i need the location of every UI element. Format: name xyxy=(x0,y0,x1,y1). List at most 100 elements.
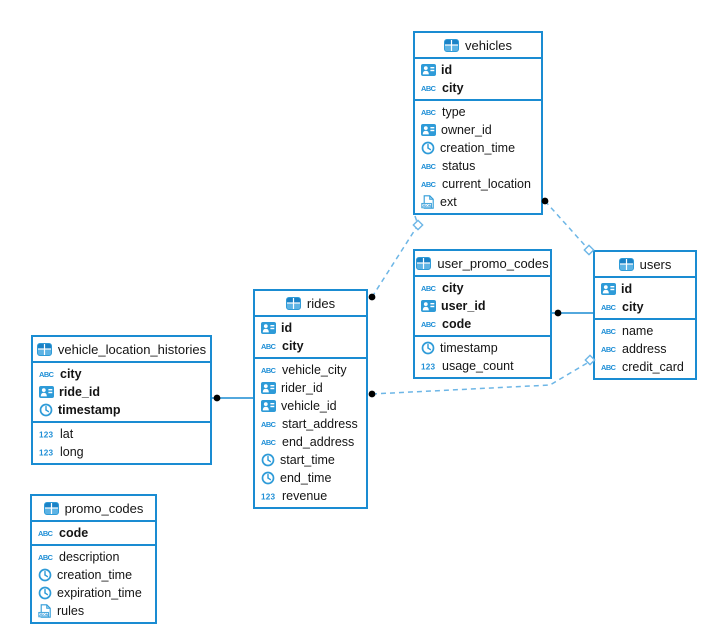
column-name: id xyxy=(441,63,453,77)
column-row-end_address[interactable]: ABC end_address xyxy=(255,433,366,451)
column-name: status xyxy=(442,159,476,173)
table-header-users[interactable]: users xyxy=(595,252,695,278)
column-name: code xyxy=(442,317,472,331)
relation-diamond-endpoint xyxy=(412,219,424,231)
id-reference-icon xyxy=(421,300,436,312)
column-row-owner_id[interactable]: owner_id xyxy=(415,121,541,139)
column-row-start_address[interactable]: ABC start_address xyxy=(255,415,366,433)
table-name: vehicles xyxy=(465,37,512,53)
column-row-ext[interactable]: JSON ext xyxy=(415,193,541,211)
svg-text:JSON: JSON xyxy=(422,204,432,208)
relation-vehicle_location_histories-rides xyxy=(212,394,253,402)
column-row-ride_id[interactable]: ride_id xyxy=(33,383,210,401)
string-type-icon: ABC xyxy=(421,161,437,171)
svg-text:123: 123 xyxy=(421,362,435,371)
id-reference-icon xyxy=(261,382,276,394)
column-name: ride_id xyxy=(59,385,100,399)
table-name: user_promo_codes xyxy=(437,255,549,271)
column-row-expiration_time[interactable]: expiration_time xyxy=(32,584,155,602)
table-icon xyxy=(618,257,634,271)
svg-text:123: 123 xyxy=(39,448,53,457)
datetime-icon xyxy=(39,403,53,417)
column-row-id[interactable]: id xyxy=(415,61,541,79)
column-name: start_address xyxy=(282,417,358,431)
column-name: ext xyxy=(440,195,457,209)
table-header-rides[interactable]: rides xyxy=(255,291,366,317)
column-row-vehicle_id[interactable]: vehicle_id xyxy=(255,397,366,415)
column-name: address xyxy=(622,342,667,356)
column-name: description xyxy=(59,550,120,564)
column-name: user_id xyxy=(441,299,486,313)
id-reference-icon xyxy=(601,283,616,295)
column-row-start_time[interactable]: start_time xyxy=(255,451,366,469)
column-row-timestamp[interactable]: timestamp xyxy=(415,339,550,357)
column-row-code[interactable]: ABC code xyxy=(415,315,550,333)
string-type-icon: ABC xyxy=(421,319,437,329)
column-row-rider_id[interactable]: rider_id xyxy=(255,379,366,397)
table-header-promo_codes[interactable]: promo_codes xyxy=(32,496,155,522)
string-type-icon: ABC xyxy=(261,437,277,447)
id-reference-icon xyxy=(39,386,54,398)
svg-text:ABC: ABC xyxy=(421,84,437,93)
column-name: vehicle_city xyxy=(282,363,347,377)
column-name: city xyxy=(622,300,644,314)
table-name: promo_codes xyxy=(64,500,144,516)
column-row-status[interactable]: ABC status xyxy=(415,157,541,175)
column-row-id[interactable]: id xyxy=(255,319,366,337)
column-row-user_id[interactable]: user_id xyxy=(415,297,550,315)
column-name: start_time xyxy=(280,453,335,467)
column-row-creation_time[interactable]: creation_time xyxy=(415,139,541,157)
table-header-user_promo_codes[interactable]: user_promo_codes xyxy=(415,251,550,277)
table-icon xyxy=(444,38,460,52)
datetime-icon xyxy=(421,141,435,155)
column-row-creation_time[interactable]: creation_time xyxy=(32,566,155,584)
string-type-icon: ABC xyxy=(421,83,437,93)
column-row-end_time[interactable]: end_time xyxy=(255,469,366,487)
datetime-icon xyxy=(261,453,275,467)
column-name: lat xyxy=(60,427,74,441)
svg-text:ABC: ABC xyxy=(601,345,617,354)
svg-text:ABC: ABC xyxy=(261,420,277,429)
table-icon xyxy=(36,342,52,356)
column-name: end_time xyxy=(280,471,332,485)
column-row-id[interactable]: id xyxy=(595,280,695,298)
column-name: end_address xyxy=(282,435,355,449)
table-header-vehicle_location_histories[interactable]: vehicle_location_histories xyxy=(33,337,210,363)
column-row-city[interactable]: ABC city xyxy=(595,298,695,316)
string-type-icon: ABC xyxy=(601,302,617,312)
column-name: creation_time xyxy=(440,141,516,155)
column-row-address[interactable]: ABC address xyxy=(595,340,695,358)
table-header-vehicles[interactable]: vehicles xyxy=(415,33,541,59)
column-row-timestamp[interactable]: timestamp xyxy=(33,401,210,419)
column-name: credit_card xyxy=(622,360,684,374)
string-type-icon: ABC xyxy=(421,179,437,189)
